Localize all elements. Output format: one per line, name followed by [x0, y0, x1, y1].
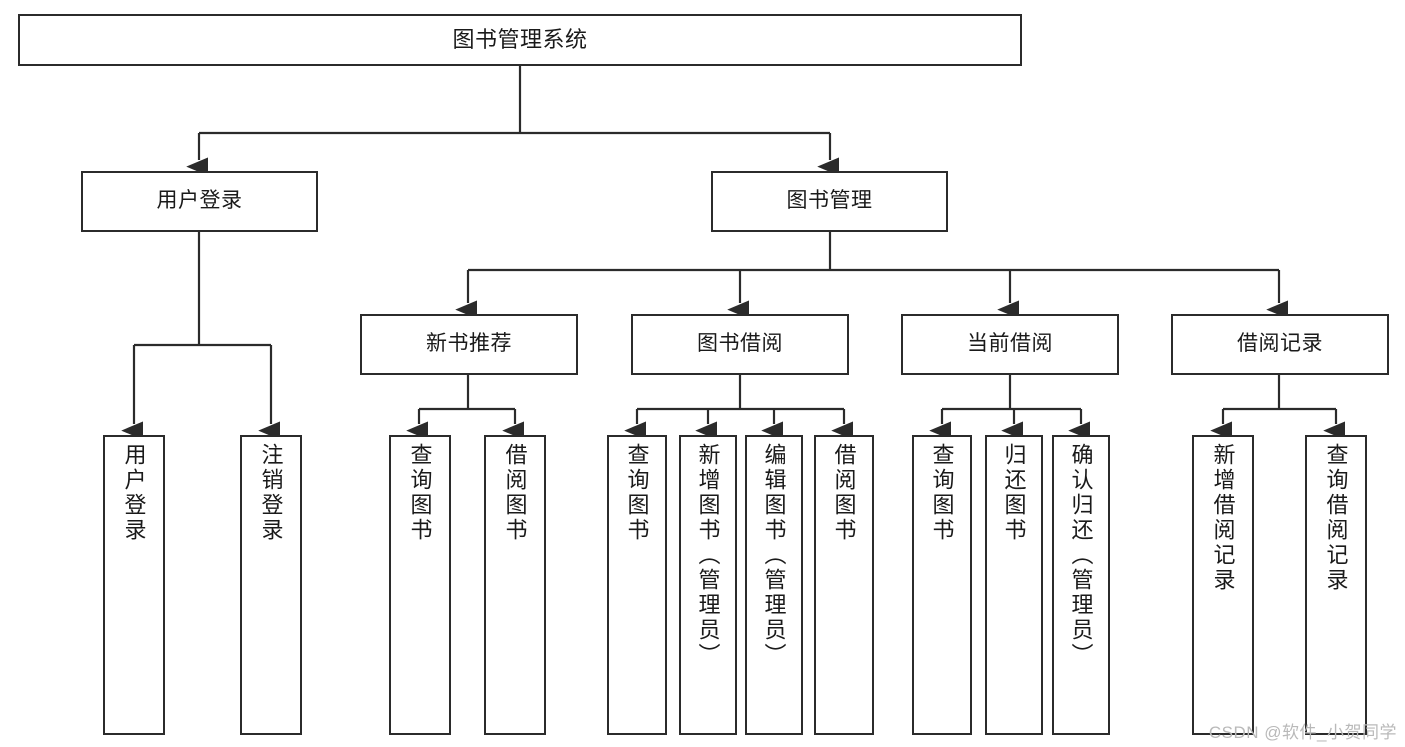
- node-new-book-rec-label: 新书推荐: [426, 332, 512, 356]
- node-leaf-query-borrow-record[interactable]: 查询借阅记录: [1305, 435, 1367, 735]
- node-leaf-borrow-book-label: 借阅图书: [831, 443, 857, 543]
- node-leaf-edit-book[interactable]: 编辑图书（管理员）: [745, 435, 803, 735]
- node-book-borrow[interactable]: 图书借阅: [631, 314, 849, 375]
- node-new-book-rec[interactable]: 新书推荐: [360, 314, 578, 375]
- node-leaf-borrow-book-rec[interactable]: 借阅图书: [484, 435, 546, 735]
- node-leaf-user-logout[interactable]: 注销登录: [240, 435, 302, 735]
- node-leaf-user-logout-label: 注销登录: [258, 443, 284, 543]
- node-leaf-query-book-borrow[interactable]: 查询图书: [607, 435, 667, 735]
- node-leaf-query-borrow-record-label: 查询借阅记录: [1323, 443, 1349, 593]
- node-leaf-query-book-borrow-label: 查询图书: [624, 443, 650, 543]
- node-leaf-confirm-return-label: 确认归还（管理员）: [1068, 443, 1094, 668]
- node-leaf-add-borrow-record[interactable]: 新增借阅记录: [1192, 435, 1254, 735]
- node-current-borrow[interactable]: 当前借阅: [901, 314, 1119, 375]
- node-leaf-edit-book-label: 编辑图书（管理员）: [761, 443, 787, 668]
- node-book-borrow-label: 图书借阅: [697, 332, 783, 356]
- node-current-borrow-label: 当前借阅: [967, 332, 1053, 356]
- node-leaf-return-book[interactable]: 归还图书: [985, 435, 1043, 735]
- node-leaf-confirm-return[interactable]: 确认归还（管理员）: [1052, 435, 1110, 735]
- node-leaf-add-book[interactable]: 新增图书（管理员）: [679, 435, 737, 735]
- node-leaf-query-book-cur-label: 查询图书: [929, 443, 955, 543]
- node-leaf-borrow-book[interactable]: 借阅图书: [814, 435, 874, 735]
- node-leaf-return-book-label: 归还图书: [1001, 443, 1027, 543]
- node-user-login-label: 用户登录: [156, 189, 243, 213]
- node-leaf-query-book-rec-label: 查询图书: [407, 443, 433, 543]
- node-leaf-user-login[interactable]: 用户登录: [103, 435, 165, 735]
- node-leaf-query-book-cur[interactable]: 查询图书: [912, 435, 972, 735]
- node-book-manage[interactable]: 图书管理: [711, 171, 948, 232]
- node-borrow-record-label: 借阅记录: [1237, 332, 1323, 356]
- node-leaf-query-book-rec[interactable]: 查询图书: [389, 435, 451, 735]
- node-leaf-borrow-book-rec-label: 借阅图书: [502, 443, 528, 543]
- node-leaf-add-book-label: 新增图书（管理员）: [695, 443, 721, 668]
- node-user-login[interactable]: 用户登录: [81, 171, 318, 232]
- node-root-label: 图书管理系统: [452, 27, 588, 53]
- node-book-manage-label: 图书管理: [786, 189, 873, 213]
- node-borrow-record[interactable]: 借阅记录: [1171, 314, 1389, 375]
- node-root[interactable]: 图书管理系统: [18, 14, 1022, 66]
- node-leaf-user-login-label: 用户登录: [121, 443, 147, 543]
- node-leaf-add-borrow-record-label: 新增借阅记录: [1210, 443, 1236, 593]
- watermark: CSDN @软件_小贺同学: [1208, 723, 1397, 742]
